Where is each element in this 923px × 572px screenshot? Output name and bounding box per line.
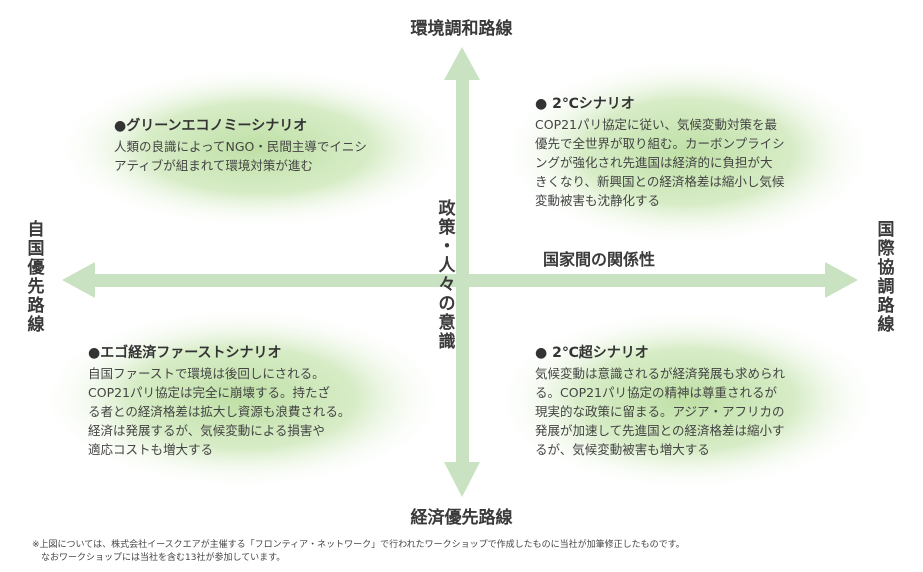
- footnote: ※上図については、株式会社イースクエアが主催する「フロンティア・ネットワーク」で…: [32, 540, 685, 563]
- horizontal-axis-caption: 国家間の関係性: [543, 250, 656, 269]
- scenario-description: 自国ファーストで環境は後回しにされる。 COP21パリ協定は完全に崩壊する。持た…: [88, 366, 351, 457]
- glow-top-right: [498, 57, 878, 247]
- vertical-axis-caption: 政策・人々の意識: [438, 199, 456, 353]
- axis-label-left: 自国優先路線: [27, 220, 45, 336]
- scenario-description: COP21パリ協定に従い、気候変動対策を最 優先で全世界が取り組む。カーボンプラ…: [535, 117, 785, 208]
- scenario-description: 気候変動は意識されるが経済発展も求められ る。COP21パリ協定の精神は尊重され…: [535, 366, 786, 457]
- axis-label-bottom: 経済優先路線: [410, 508, 513, 528]
- scenario-green-economy: ●グリーンエコノミーシナリオ 人類の良識によってNGO・民間主導でイニシ アティ…: [114, 117, 414, 175]
- scenario-title: ● 2℃シナリオ: [535, 96, 635, 112]
- axis-label-top: 環境調和路線: [410, 19, 513, 39]
- scenario-ego-economy-first: ●エゴ経済ファーストシナリオ 自国ファーストで環境は後回しにされる。 COP21…: [88, 344, 398, 459]
- scenario-title: ●グリーンエコノミーシナリオ: [114, 118, 308, 134]
- glow-top-left: [53, 66, 463, 230]
- glow-bottom-left: [38, 306, 448, 490]
- scenario-title: ● 2℃超シナリオ: [535, 345, 649, 361]
- scenario-2c: ● 2℃シナリオ COP21パリ協定に従い、気候変動対策を最 優先で全世界が取り…: [535, 95, 845, 210]
- scenario-title: ●エゴ経済ファーストシナリオ: [88, 345, 282, 361]
- scenario-over-2c: ● 2℃超シナリオ 気候変動は意識されるが経済発展も求められ る。COP21パリ…: [535, 344, 845, 459]
- scenario-description: 人類の良識によってNGO・民間主導でイニシ アティブが組まれて環境対策が進む: [114, 139, 367, 173]
- axis-label-right: 国際協調路線: [877, 220, 895, 336]
- glow-bottom-right: [493, 308, 883, 492]
- vertical-axis-arrow: [444, 47, 480, 497]
